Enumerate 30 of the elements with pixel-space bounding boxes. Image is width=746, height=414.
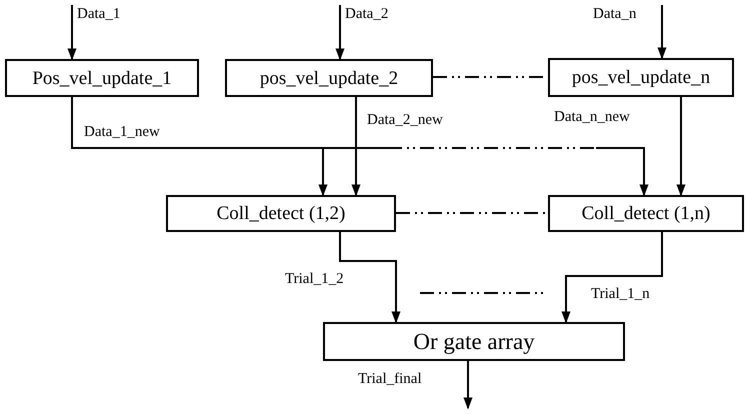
process-box [548,58,734,97]
edge-label: Trial_1_2 [284,272,345,287]
edge-label: Data_n_new [553,110,631,125]
arrow [676,97,686,196]
process-box [166,195,396,232]
process-box [5,59,199,97]
edge-label: Data_1 [76,7,122,22]
box-label: Coll_detect (1,n) [582,204,710,223]
process-box [225,59,433,97]
box-label: Coll_detect (1,2) [216,204,346,223]
edge-label: Data_2 [344,7,390,22]
arrow [352,97,360,196]
arrow [562,232,663,324]
box-label: Pos_vel_update_1 [32,68,172,88]
edge-label: Data_2_new [366,113,444,128]
dash-dot-connector [396,212,548,214]
edge-label: Trial_final [357,372,423,387]
box-label: Or gate array [413,330,535,353]
arrow [658,5,666,60]
edge-label: Data_n [592,7,638,22]
edge-label: Data_1_new [83,125,161,140]
edge-label: Trial_1_n [590,287,651,302]
box-label: pos_vel_update_2 [260,68,398,88]
arrow [464,361,472,410]
process-box [323,322,625,361]
box-label: pos_vel_update_n [572,68,710,87]
arrow [336,5,344,60]
arrow [339,232,400,324]
process-box [548,195,744,232]
arrow [68,5,76,60]
